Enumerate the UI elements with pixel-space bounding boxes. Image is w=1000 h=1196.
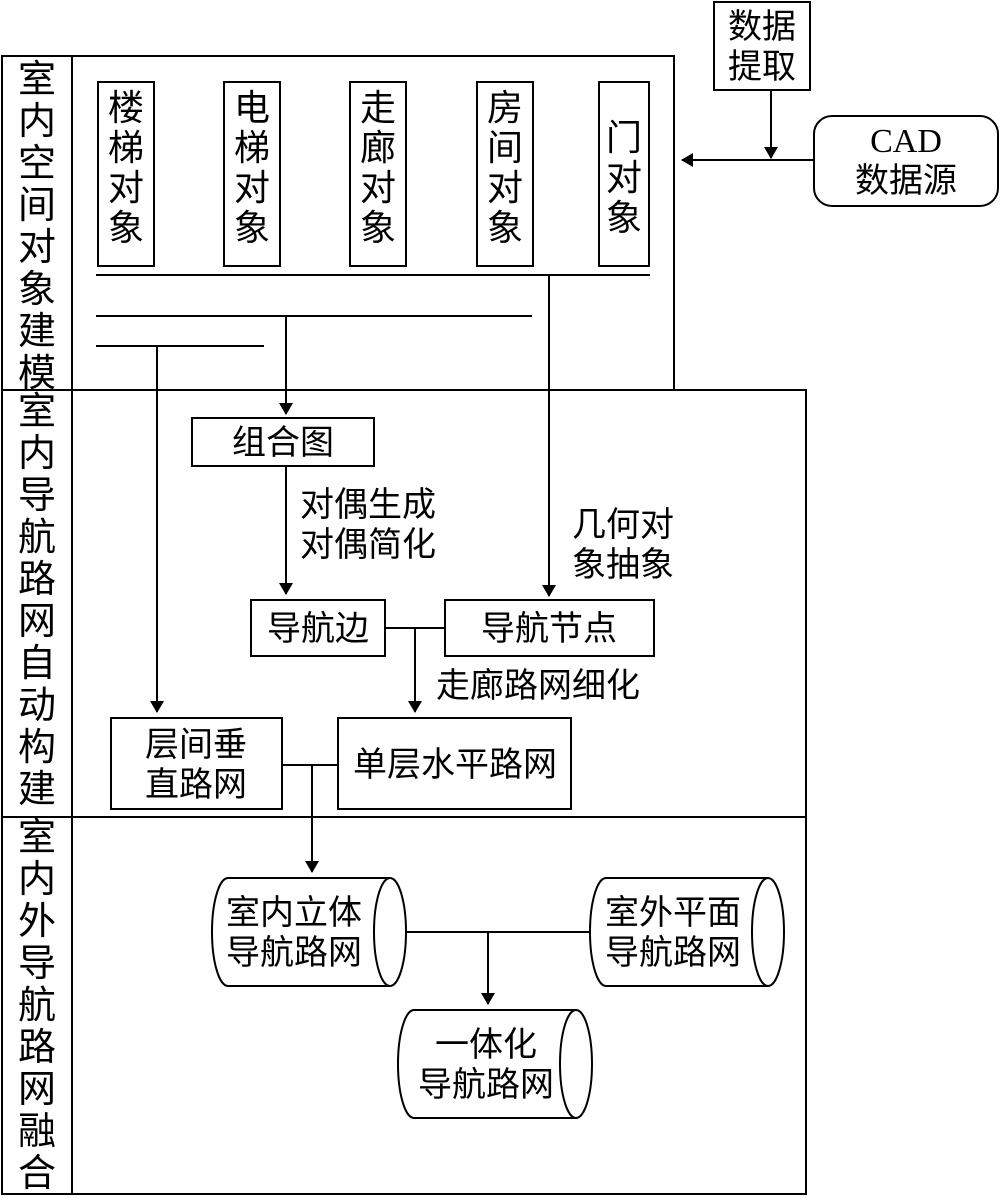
indoor-3d-network-line1: 室内立体 bbox=[226, 893, 362, 933]
cad-source-line2: 数据源 bbox=[855, 161, 957, 201]
dual-ops-line2: 对偶简化 bbox=[300, 525, 436, 565]
integrated-network-cylinder bbox=[397, 1009, 593, 1119]
nav-node-box bbox=[444, 599, 655, 657]
data-extract-line1: 数据 bbox=[728, 7, 796, 47]
section-modeling-frame bbox=[1, 55, 675, 391]
single-floor-network-label: 单层水平路网 bbox=[353, 745, 557, 785]
indoor-3d-network-cylinder bbox=[211, 877, 407, 987]
vertical-network-box bbox=[110, 717, 283, 810]
corridor-object-box bbox=[349, 81, 407, 267]
elevator-object-box bbox=[223, 81, 281, 267]
section-fusion-frame bbox=[1, 816, 807, 1195]
data-extract-line2: 提取 bbox=[728, 47, 796, 87]
nav-edge-box bbox=[250, 599, 386, 657]
outdoor-plane-network-line1: 室外平面 bbox=[605, 893, 741, 933]
integrated-network-line1: 一体化 bbox=[435, 1025, 537, 1065]
vertical-network-line2: 直路网 bbox=[145, 765, 247, 805]
cad-source-line1: CAD bbox=[870, 123, 942, 160]
room-object-label: 房间对象 bbox=[487, 88, 523, 249]
elevator-object-label: 电梯对象 bbox=[234, 88, 270, 249]
door-object-box bbox=[598, 81, 650, 267]
geometry-abstraction-line1: 几何对 bbox=[572, 505, 674, 545]
corridor-object-label: 走廊对象 bbox=[360, 88, 396, 249]
door-object-label: 门对象 bbox=[606, 118, 642, 239]
corridor-refine-label: 走廊路网细化 bbox=[436, 666, 640, 706]
room-object-box bbox=[476, 81, 534, 267]
integrated-network-line2: 导航路网 bbox=[418, 1065, 554, 1105]
stair-object-label: 楼梯对象 bbox=[108, 88, 144, 249]
nav-node-label: 导航节点 bbox=[481, 609, 617, 649]
composite-graph-box bbox=[191, 417, 375, 467]
section-title-autobuild: 室内导航路网自动构建 bbox=[18, 389, 56, 811]
geometry-abstraction-line2: 象抽象 bbox=[572, 545, 674, 585]
outdoor-plane-network-line2: 导航路网 bbox=[605, 933, 741, 973]
section-title-modeling: 室内空间对象建模 bbox=[18, 57, 56, 395]
nav-edge-label: 导航边 bbox=[267, 609, 369, 649]
data-extract-box bbox=[713, 1, 811, 91]
stair-object-box bbox=[97, 81, 155, 267]
single-floor-network-box bbox=[337, 717, 572, 810]
vertical-network-line1: 层间垂 bbox=[145, 725, 247, 765]
indoor-3d-network-line2: 导航路网 bbox=[226, 933, 362, 973]
section-title-fusion: 室内外导航路网融合 bbox=[18, 815, 56, 1195]
dual-ops-line1: 对偶生成 bbox=[300, 485, 436, 525]
composite-graph-label: 组合图 bbox=[232, 423, 334, 463]
section-frames bbox=[1, 55, 807, 1195]
outdoor-plane-network-cylinder bbox=[589, 877, 785, 987]
